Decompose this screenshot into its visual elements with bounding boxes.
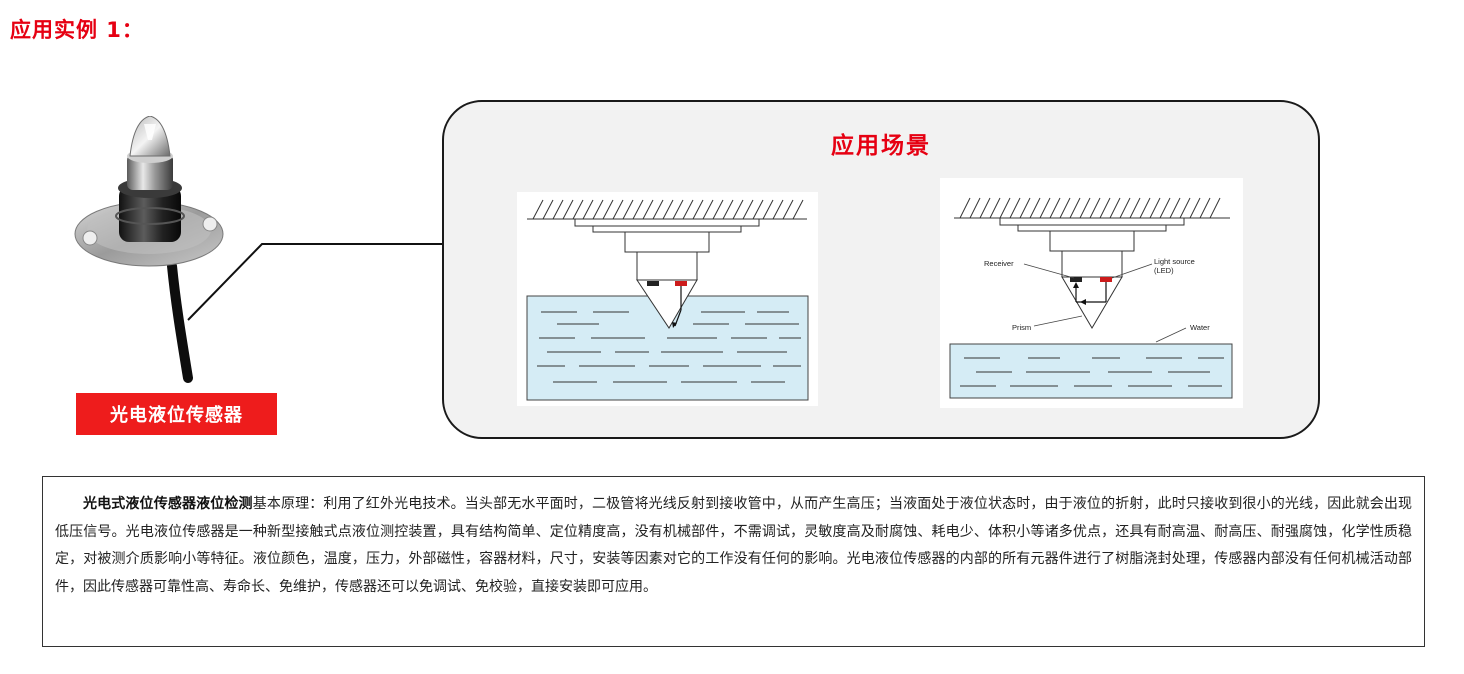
description-bold-lead: 光电式液位传感器液位检测 — [83, 496, 253, 512]
diagram-liquid-absent: Receiver Light source (LED) Prism Water — [940, 178, 1243, 408]
application-scene-panel: 应用场景 — [442, 100, 1320, 439]
product-label: 光电液位传感器 — [76, 393, 277, 435]
sensor-product-image — [64, 115, 282, 384]
connector-line — [187, 243, 444, 321]
diagram-liquid-present — [517, 192, 818, 406]
page-heading: 应用实例 1： — [10, 18, 144, 42]
principle-description: 光电式液位传感器液位检测基本原理：利用了红外光电技术。当头部无水平面时，二极管将… — [55, 491, 1412, 601]
label-water: Water — [1190, 323, 1210, 332]
label-receiver: Receiver — [984, 259, 1014, 268]
label-light-source: Light source — [1154, 257, 1195, 266]
label-prism: Prism — [1012, 323, 1031, 332]
label-light-source-sub: (LED) — [1154, 266, 1174, 275]
description-body: 基本原理：利用了红外光电技术。当头部无水平面时，二极管将光线反射到接收管中，从而… — [55, 496, 1413, 595]
principle-description-box: 光电式液位传感器液位检测基本原理：利用了红外光电技术。当头部无水平面时，二极管将… — [42, 476, 1425, 647]
scene-title: 应用场景 — [831, 133, 931, 159]
